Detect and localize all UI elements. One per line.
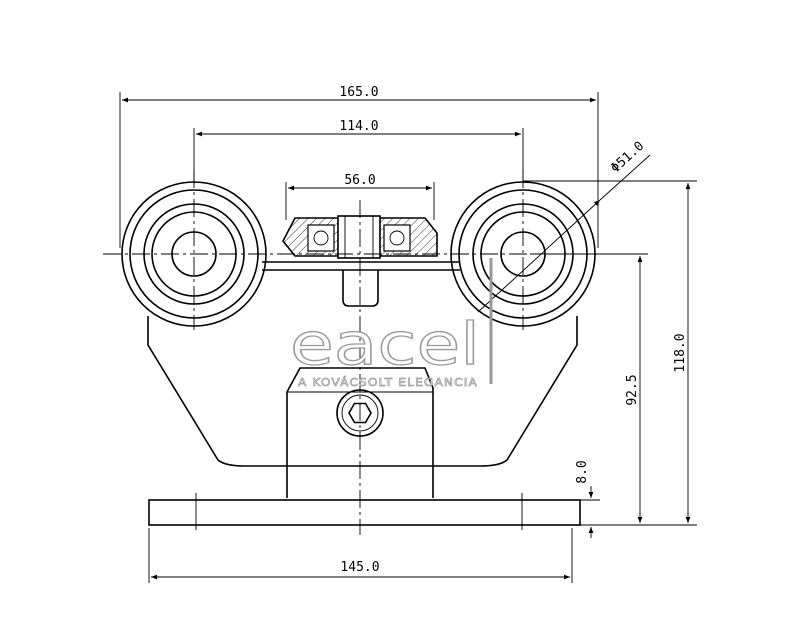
dimension-lines [122,97,691,580]
extension-lines [119,92,697,583]
watermark: eacel A KOVÁCSOLT ELEGANCIA [289,258,493,389]
dim-axle-height: 92.5 [625,374,640,405]
center-bearing [282,215,438,259]
dim-total-height: 118.0 [673,333,688,372]
dim-overall-width: 165.0 [339,85,378,100]
dim-wheel-spacing: 114.0 [339,119,378,134]
base-plate [148,493,581,530]
bolt-stem [342,270,379,307]
dim-bearing-width: 56.0 [344,173,375,188]
dim-base-width: 145.0 [340,560,379,575]
watermark-tagline: A KOVÁCSOLT ELEGANCIA [298,376,478,389]
wheel-axle-bar [262,261,460,271]
dim-wheel-diameter: Φ51.0 [608,139,647,176]
watermark-brand: eacel [290,310,480,378]
dim-base-thickness: 8.0 [575,460,590,483]
